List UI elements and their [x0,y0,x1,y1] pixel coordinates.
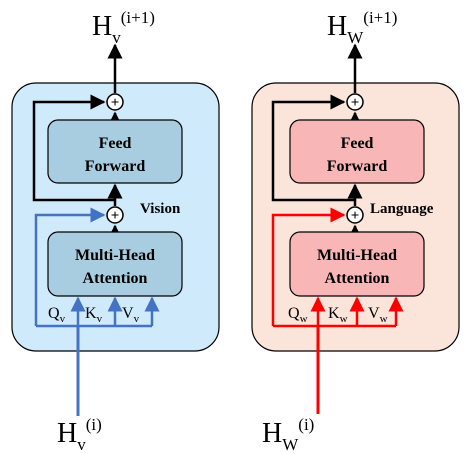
vision-feed-forward-box [47,119,183,184]
svg-text:+: + [351,95,360,111]
vision-attn-residual-line [34,207,106,326]
language-k-label: Kw [328,305,348,325]
vision-label: Vision [140,201,181,217]
vision-k-label: Kv [85,305,103,325]
language-block: HW(i+1) + Feed Forward + Language Multi-… [251,8,460,454]
language-feed-forward-label-1: Feed [341,135,374,152]
vision-ff-residual-line [32,94,115,202]
language-attention-label-1: Multi-Head [317,247,397,264]
language-attention-box [289,231,425,297]
vision-q-label: Qv [48,305,66,325]
vision-attention-box [47,231,183,297]
language-add-circle-top: + [346,93,364,111]
language-feed-forward-label-2: Forward [327,158,388,175]
language-label: Language [370,201,434,217]
language-add-circle-mid: + [346,206,364,224]
language-feed-forward-box [289,119,425,184]
language-attention-label-2: Attention [325,270,390,287]
language-output-label: HW(i+1) [327,8,397,47]
vision-v-label: Vv [122,305,140,325]
language-q-label: Qw [288,305,308,325]
language-input-label: HW(i) [262,415,314,454]
vision-feed-forward-label-1: Feed [99,135,132,152]
language-v-label: Vw [368,305,388,325]
svg-text:+: + [111,208,120,224]
vision-add-circle-mid: + [106,206,124,224]
vision-block: Hv(i+1) + Feed Forward + Vision Multi- [11,8,220,454]
vision-attention-label-1: Multi-Head [75,247,155,264]
vision-attention-label-2: Attention [83,270,148,287]
svg-text:+: + [351,208,360,224]
vision-input-label: Hv(i) [57,415,102,454]
vision-feed-forward-label-2: Forward [85,158,146,175]
svg-text:+: + [111,95,120,111]
vision-output-label: Hv(i+1) [92,8,155,47]
vision-add-circle-top: + [106,93,124,111]
language-ff-residual-line [271,94,355,202]
language-attn-residual-line [271,207,346,326]
